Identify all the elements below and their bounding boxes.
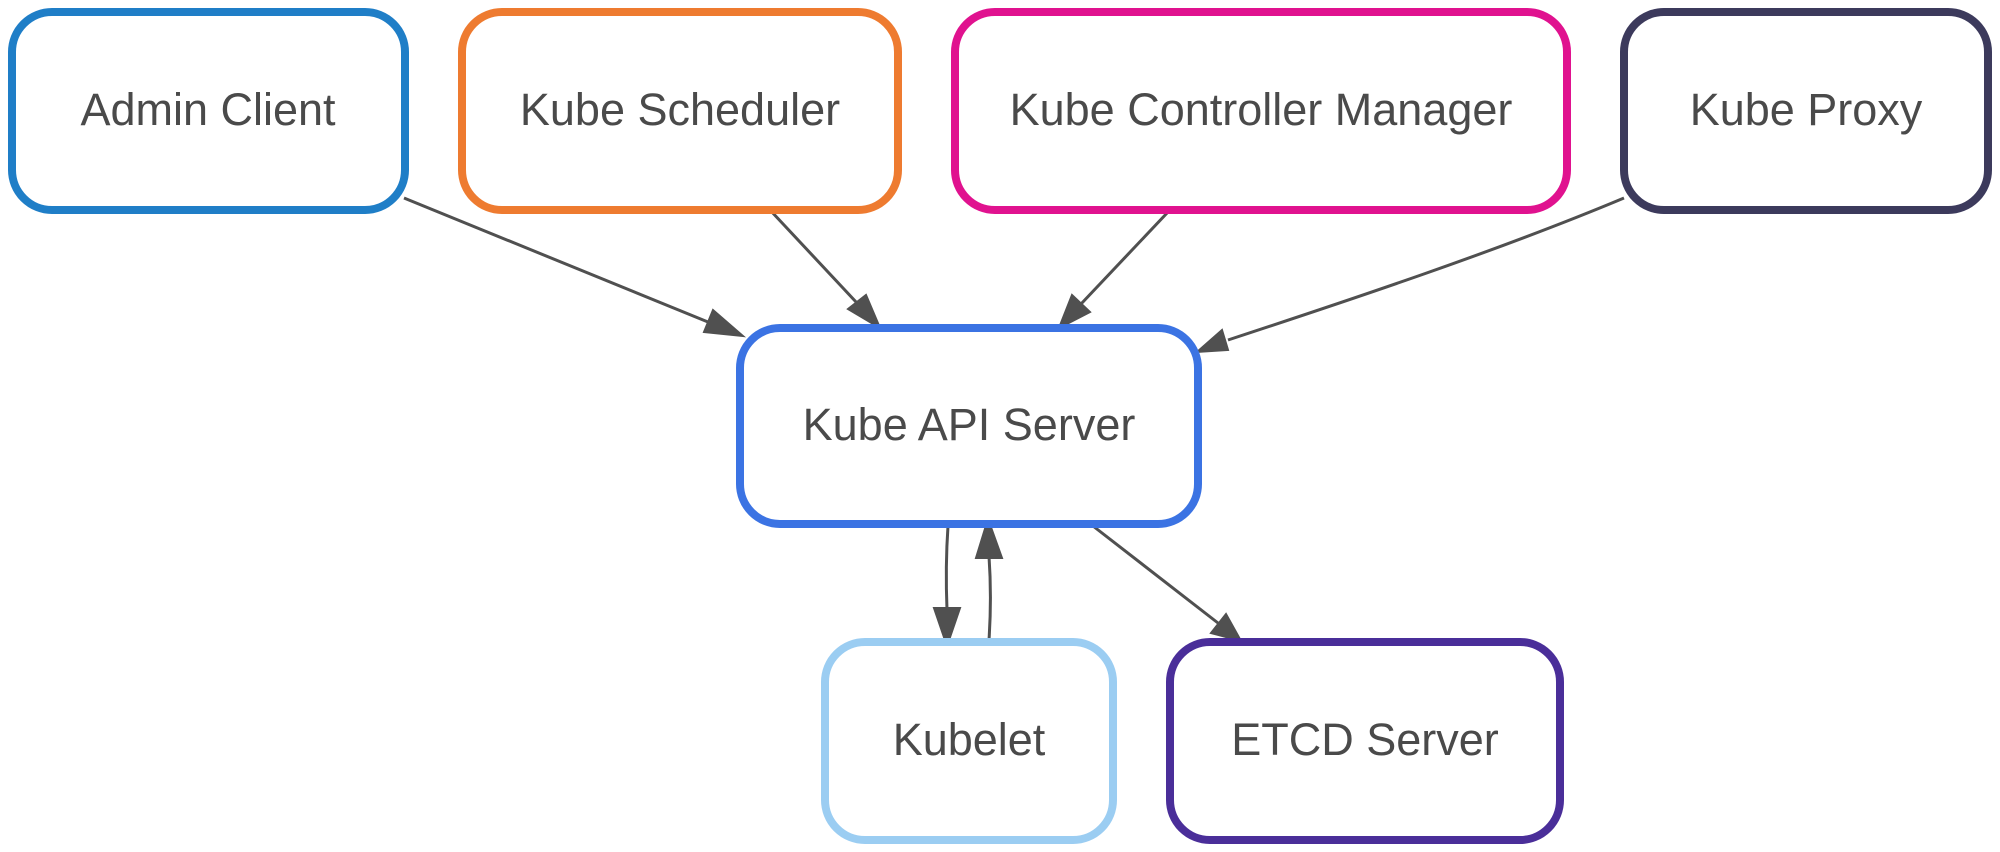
node-admin-client[interactable]: Admin Client (8, 8, 409, 214)
node-kube-proxy[interactable]: Kube Proxy (1620, 8, 1992, 214)
node-label: Kube Controller Manager (1010, 84, 1513, 135)
node-etcd-server[interactable]: ETCD Server (1166, 638, 1564, 844)
node-label: Kubelet (893, 714, 1046, 765)
node-kube-api-server[interactable]: Kube API Server (736, 324, 1202, 528)
edge-proxy-to-api-server (1227, 196, 1625, 342)
edge-controller-manager-to-api-server (1079, 210, 1170, 306)
node-label: Kube Proxy (1690, 84, 1923, 135)
node-box (1166, 638, 1564, 844)
node-label: Kube API Server (803, 399, 1136, 450)
arrowhead-admin-client-to-api-server (702, 308, 747, 338)
node-box (821, 638, 1117, 844)
arrowhead-scheduler-to-api-server (846, 293, 883, 331)
arrowhead-api-server-to-kubelet (932, 607, 962, 650)
node-kube-controller-manager[interactable]: Kube Controller Manager (951, 8, 1571, 214)
edges (403, 196, 1625, 650)
node-box (736, 324, 1202, 528)
edge-admin-client-to-api-server (403, 196, 709, 324)
node-label: Admin Client (80, 84, 336, 135)
node-box (8, 8, 409, 214)
node-kubelet[interactable]: Kubelet (821, 638, 1117, 844)
node-box (1620, 8, 1992, 214)
node-label: Kube Scheduler (520, 84, 840, 135)
arrowhead-api-server-to-etcd (1209, 612, 1244, 643)
edge-api-server-to-etcd (1092, 524, 1219, 625)
edge-scheduler-to-api-server (768, 208, 859, 305)
edge-kubelet-to-api-server (987, 555, 992, 641)
arrowhead-proxy-to-api-server (1194, 328, 1230, 354)
node-label: ETCD Server (1231, 714, 1499, 765)
node-box (458, 8, 902, 214)
edge-api-server-to-kubelet (944, 525, 950, 611)
node-kube-scheduler[interactable]: Kube Scheduler (458, 8, 902, 214)
arrowhead-controller-manager-to-api-server (1057, 293, 1092, 331)
node-box (951, 8, 1571, 214)
arrowhead-kubelet-to-api-server (974, 515, 1004, 559)
